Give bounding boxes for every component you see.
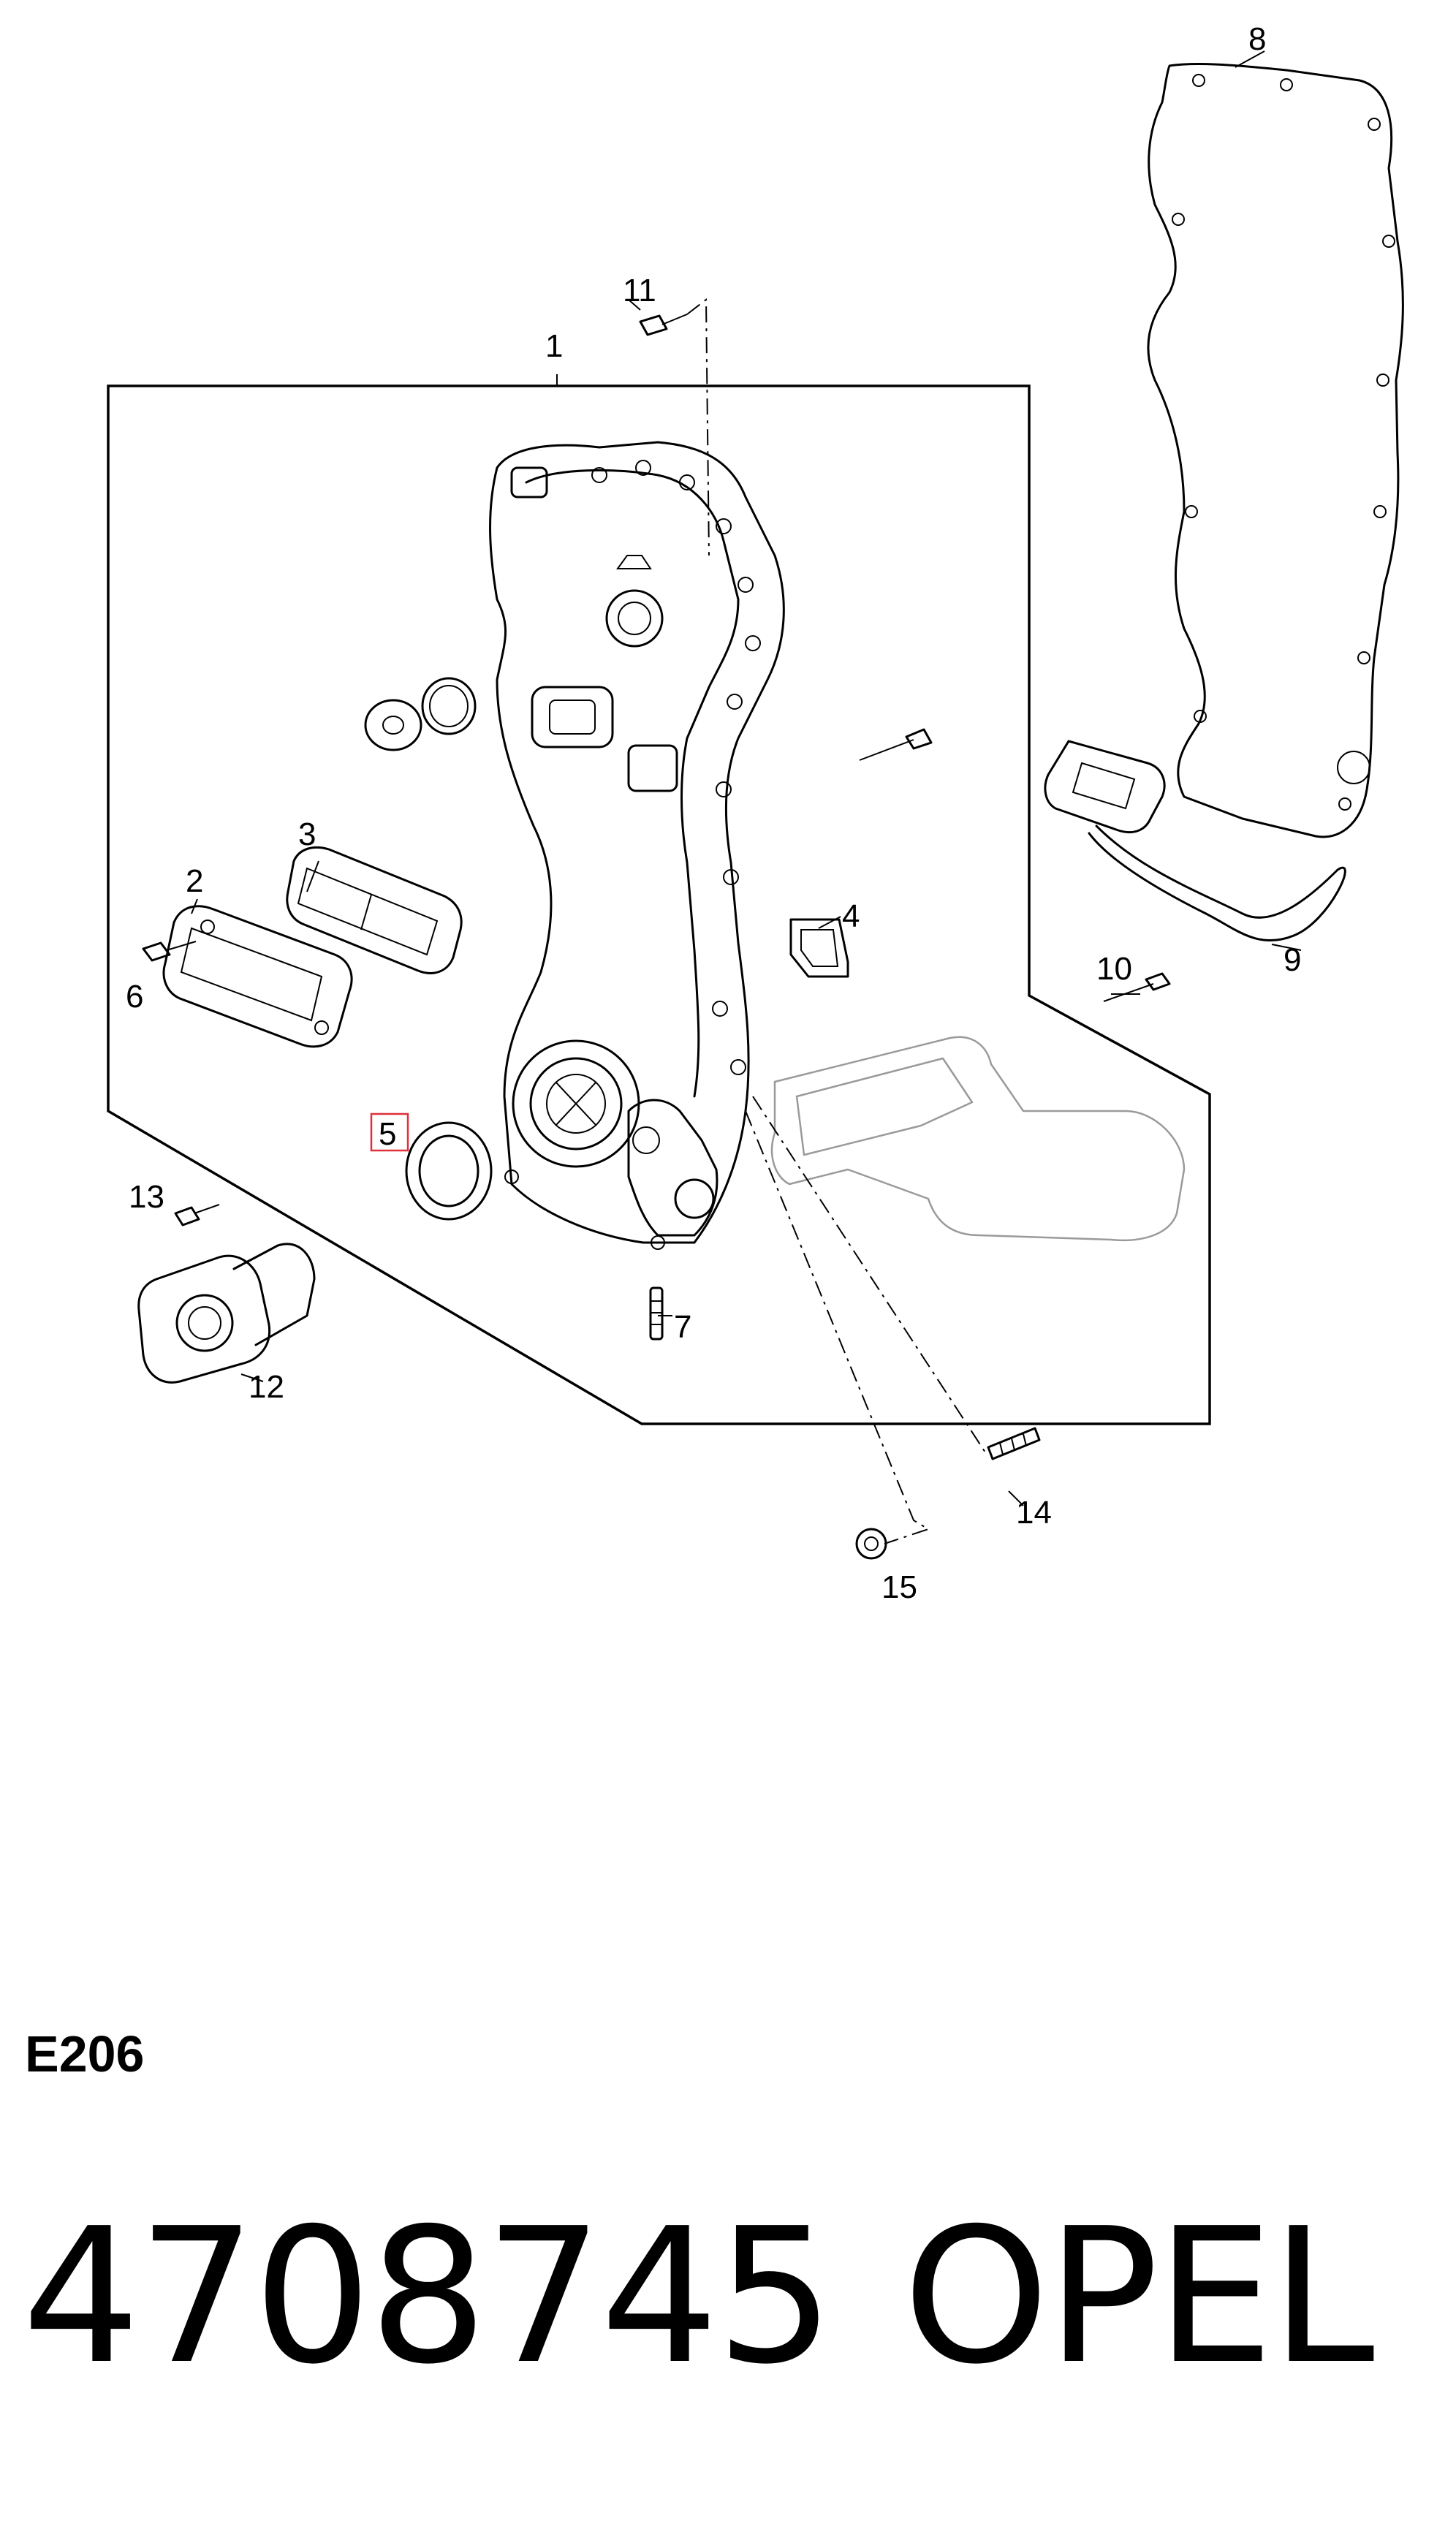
callout-14: 14: [1016, 1495, 1052, 1531]
callout-6: 6: [126, 979, 143, 1015]
callout-1: 1: [545, 328, 563, 364]
callout-8: 8: [1248, 21, 1266, 57]
callout-2: 2: [186, 863, 203, 899]
callout-5-highlighted: 5: [370, 1112, 409, 1152]
stud-7: [649, 1286, 664, 1341]
callout-15: 15: [881, 1569, 917, 1605]
callout-9: 9: [1284, 942, 1301, 978]
seal-ring-5: [405, 1121, 493, 1221]
bolt-13: [174, 1204, 220, 1227]
oil-pickup-pipe: [1044, 740, 1346, 942]
timing-cover: [489, 441, 785, 1250]
ghosted-oil-pan-gasket: [770, 1036, 1186, 1242]
nut-15: [855, 1528, 887, 1560]
assembly-outline-frame: [107, 384, 1211, 1425]
callout-5: 5: [379, 1116, 396, 1152]
bolt-right: [859, 728, 933, 761]
callout-12: 12: [249, 1369, 284, 1405]
leader-lines: [191, 50, 1302, 1506]
callout-4: 4: [842, 898, 860, 934]
thermostat-housing: [137, 1243, 316, 1384]
alignment-line-11: [686, 297, 710, 556]
callout-labels: 1 2 3 4 6 7 8 9 10 11 12 13 14 15: [126, 21, 1301, 1605]
brand-name: OPEL: [903, 2188, 1375, 2406]
gasket-3: [286, 846, 463, 974]
bolt-11: [639, 314, 688, 336]
gasket-4: [789, 918, 849, 978]
bolt-6: [142, 941, 197, 962]
gasket-8: [1147, 63, 1404, 838]
callout-7: 7: [674, 1309, 691, 1345]
gasket-2: [162, 905, 353, 1048]
callout-13: 13: [129, 1179, 164, 1215]
cover-plug: [364, 699, 422, 751]
alignment-line-14: [752, 1096, 987, 1455]
callout-3: 3: [298, 816, 316, 852]
stud-14: [987, 1427, 1041, 1460]
callout-11: 11: [623, 273, 656, 308]
part-number: 4708745: [22, 2188, 835, 2406]
o-ring: [421, 677, 477, 735]
gasket-8-bolt-holes: [1172, 74, 1395, 811]
section-code: E206: [25, 2025, 145, 2082]
alignment-line-15: [745, 1110, 930, 1544]
callout-10: 10: [1096, 951, 1132, 987]
bolt-10: [1103, 972, 1171, 1002]
